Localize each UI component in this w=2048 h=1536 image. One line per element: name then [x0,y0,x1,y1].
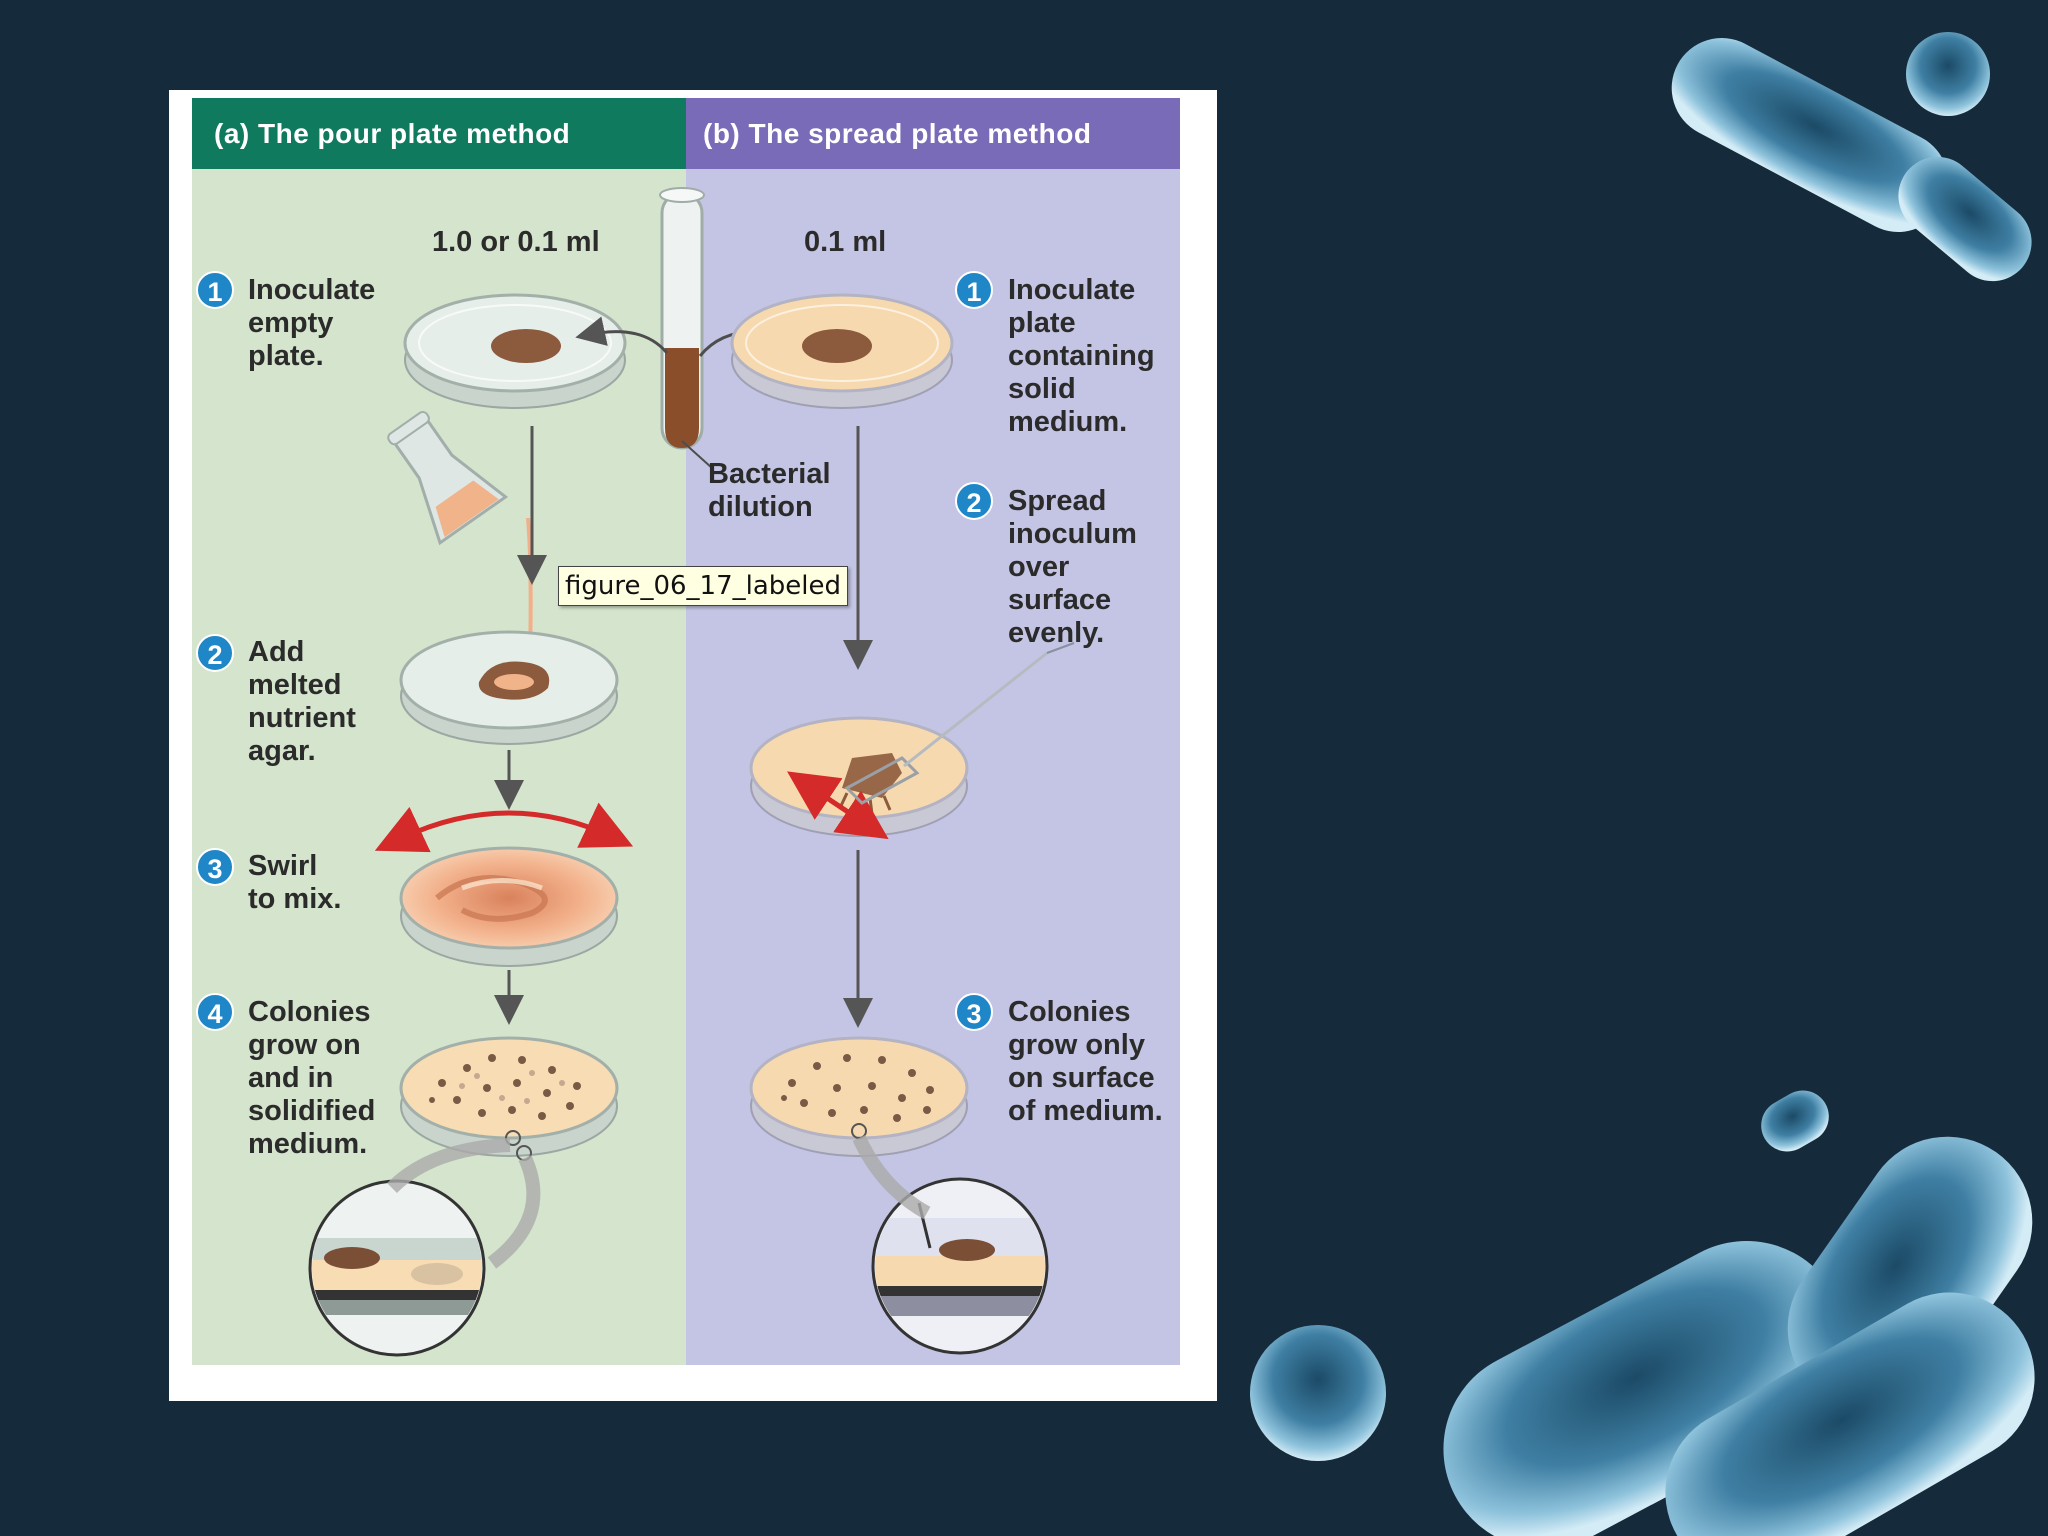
bacteria-icon [1671,32,2032,282]
test-tube-icon [659,187,705,450]
petri-dish-icon [403,293,627,409]
pour-plate-header: (a) The pour plate method [192,98,686,169]
transfer-arrow [575,316,669,354]
spread-step-2-badge: 2 [955,482,993,520]
tube-label: Bacterial dilution [708,458,831,523]
petri-dish-icon [399,1036,619,1161]
figure-tooltip: figure_06_17_labeled [558,566,849,606]
petri-dish-icon [749,1036,969,1157]
pour-step-2-text: Add melted nutrient agar. [248,636,356,767]
pour-step-4-text: Colonies grow on and in solidified mediu… [248,996,376,1160]
plate-method-figure: (a) The pour plate method (b) The spread… [192,98,1180,1365]
petri-dish-icon [749,716,969,840]
flask-icon [387,410,509,546]
bacteria-icon [1250,1090,2035,1536]
pour-step-3-badge: 3 [196,848,234,886]
magnifier-icon [852,1135,1049,1355]
petri-dish-icon [730,293,954,409]
spread-plate-header: (b) The spread plate method [686,98,1180,169]
spreader-icon [844,651,1048,805]
pour-step-2-badge: 2 [196,634,234,672]
spread-step-3-text: Colonies grow only on surface of medium. [1008,996,1163,1127]
spread-pointer [1046,642,1075,654]
pour-volume-label: 1.0 or 0.1 ml [432,226,600,258]
tube-pointer [681,440,713,469]
swirl-arrow [374,802,634,853]
spread-step-3-badge: 3 [955,993,993,1031]
pour-step-1-text: Inoculate empty plate. [248,274,376,372]
magnifier-icon [308,1138,541,1357]
figure-panel: (a) The pour plate method (b) The spread… [169,90,1217,1401]
petri-dish-icon [399,846,619,967]
pour-step-3-text: Swirl to mix. [248,850,342,915]
pour-step-1-badge: 1 [196,271,234,309]
spread-volume-label: 0.1 ml [804,226,887,258]
spread-step-2-text: Spread inoculum over surface evenly. [1008,485,1137,649]
spread-arrow [787,771,889,840]
spread-step-1-badge: 1 [955,271,993,309]
pour-step-4-badge: 4 [196,993,234,1031]
diagram-artwork [308,187,1075,1357]
spread-step-1-text: Inoculate plate containing solid medium. [1008,274,1155,438]
petri-dish-icon [399,630,619,745]
